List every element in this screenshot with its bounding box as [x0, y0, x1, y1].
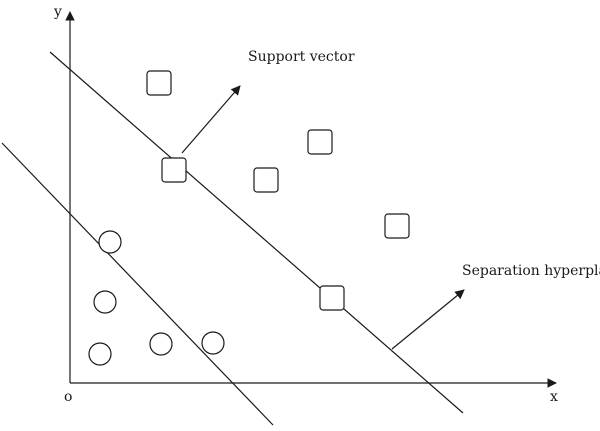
lower-margin-line	[1, 142, 274, 426]
origin-label: o	[64, 389, 72, 405]
square-marker	[253, 167, 279, 193]
support-vector-label: Support vector	[248, 49, 355, 65]
square-marker	[384, 213, 410, 239]
support-vector-square	[161, 157, 187, 183]
upper-margin-line	[49, 51, 464, 414]
support-vector-arrow	[181, 85, 241, 154]
hyperplane-arrow	[391, 289, 465, 350]
separation-hyperplane-label: Separation hyperplane	[462, 263, 600, 279]
circle-marker	[88, 342, 112, 366]
support-vector-circle	[201, 331, 225, 355]
support-vector-circle	[98, 230, 122, 254]
square-marker	[146, 70, 172, 96]
x-axis-label: x	[550, 389, 558, 405]
y-axis-label: y	[53, 4, 62, 20]
circle-marker	[93, 290, 117, 314]
support-vector-square	[319, 285, 345, 311]
circle-marker	[149, 332, 173, 356]
square-marker	[307, 129, 333, 155]
